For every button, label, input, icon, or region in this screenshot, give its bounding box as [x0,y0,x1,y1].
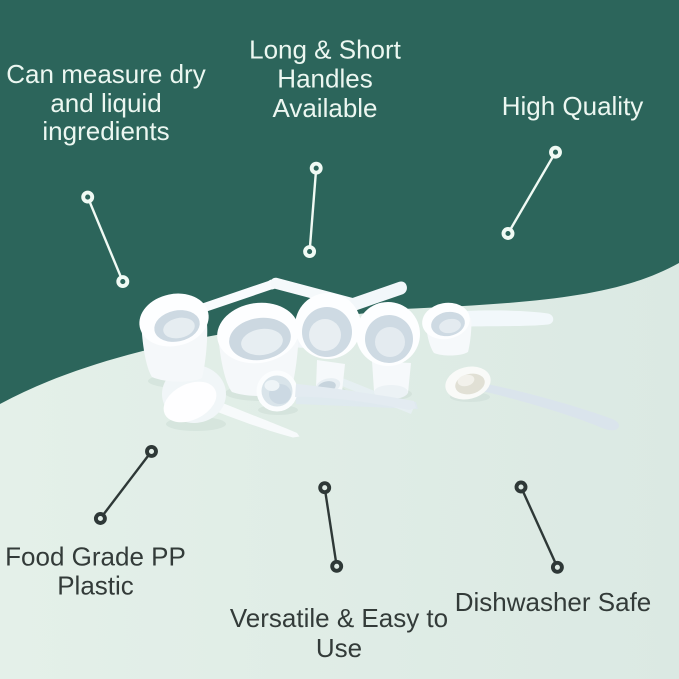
svg-text:High Quality: High Quality [502,91,644,121]
svg-text:ingredients: ingredients [42,116,169,146]
svg-text:Dishwasher Safe: Dishwasher Safe [455,587,652,617]
svg-text:Long & Short: Long & Short [249,35,402,65]
svg-text:Food Grade PP: Food Grade PP [5,542,186,572]
svg-text:Can measure dry: Can measure dry [6,59,205,89]
svg-text:Handles: Handles [277,64,372,94]
svg-text:Plastic: Plastic [57,571,134,601]
svg-text:Use: Use [316,633,362,663]
svg-text:Versatile & Easy to: Versatile & Easy to [230,603,448,633]
svg-text:and liquid: and liquid [50,88,161,118]
svg-text:Available: Available [272,93,377,123]
